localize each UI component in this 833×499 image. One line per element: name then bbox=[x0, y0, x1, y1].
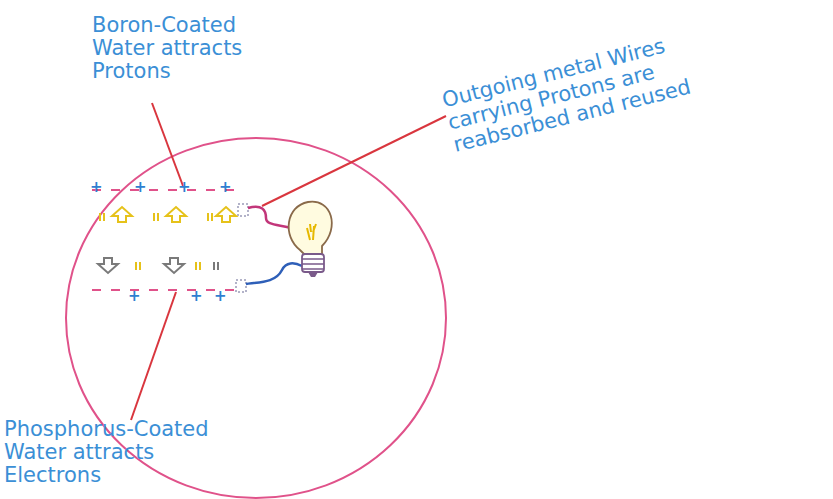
leader-line bbox=[262, 116, 446, 206]
charge-sign: + bbox=[128, 289, 142, 304]
electron-arrows bbox=[98, 258, 218, 273]
leader-line bbox=[152, 103, 183, 186]
light-bulb bbox=[289, 202, 332, 277]
charge-sign: + bbox=[190, 289, 204, 304]
callout-note: Outgoing metal Wires carrying Protons ar… bbox=[440, 21, 733, 157]
charge-sign: + bbox=[90, 180, 104, 195]
charge-sign: + bbox=[219, 180, 233, 195]
leader-line bbox=[131, 292, 176, 420]
charge-sign: + bbox=[178, 180, 192, 195]
callout-note: Boron-Coated Water attracts Protons bbox=[92, 14, 262, 83]
callout-note: Phosphorus-Coated Water attracts Electro… bbox=[4, 418, 219, 487]
proton-arrows bbox=[100, 207, 236, 270]
charge-sign: + bbox=[134, 180, 148, 195]
charge-sign: + bbox=[214, 289, 228, 304]
terminal bbox=[236, 280, 246, 292]
boron-layer bbox=[92, 189, 236, 191]
terminal bbox=[238, 204, 248, 216]
return-wire bbox=[246, 263, 302, 284]
